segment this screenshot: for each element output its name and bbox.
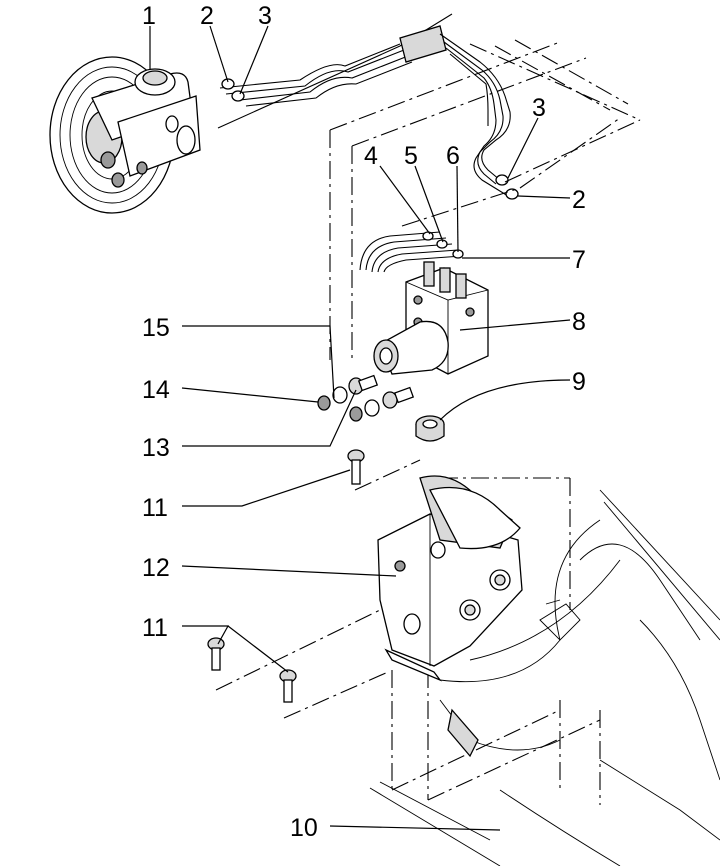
callout-8: 8 [572, 308, 586, 336]
vehicle-body [369, 489, 720, 866]
callout-3-right: 3 [532, 94, 546, 122]
callout-11-lower: 11 [142, 614, 168, 642]
callout-labels: 1 2 3 3 2 4 5 6 7 8 9 15 14 13 11 12 11 … [142, 2, 586, 842]
callout-1: 1 [142, 2, 156, 30]
abs-hydraulic-unit [373, 261, 489, 375]
assembly-dash-lines [215, 39, 641, 805]
callout-5: 5 [404, 142, 418, 170]
mounting-bracket [377, 475, 523, 682]
callout-4: 4 [364, 142, 378, 170]
callout-3-top: 3 [258, 2, 272, 30]
callout-6: 6 [446, 142, 460, 170]
brake-booster-master-cylinder [49, 56, 201, 214]
brake-pipes [217, 13, 519, 200]
callout-11-upper: 11 [142, 494, 168, 522]
callout-2-top: 2 [200, 2, 214, 30]
callout-9: 9 [572, 368, 586, 396]
rubber-mount [415, 415, 445, 442]
bolts-lower [207, 637, 297, 703]
callout-14: 14 [142, 376, 170, 404]
callout-7: 7 [572, 246, 586, 274]
bolt-upper [347, 449, 365, 485]
callout-12: 12 [142, 554, 170, 582]
pipe-connectors [359, 231, 464, 273]
callout-13: 13 [142, 434, 170, 462]
leader-lines [149, 25, 571, 831]
callout-2-right: 2 [572, 186, 586, 214]
fasteners-upper [317, 374, 415, 422]
callout-15: 15 [142, 314, 170, 342]
callout-10: 10 [290, 814, 318, 842]
